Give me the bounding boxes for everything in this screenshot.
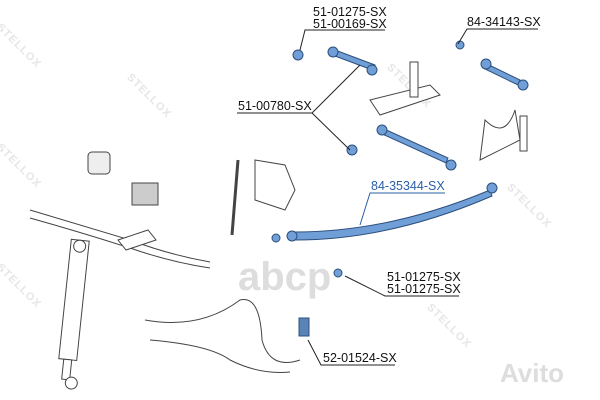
part-label: 51-01275-SX bbox=[313, 5, 387, 19]
part-label: 84-34143-SX bbox=[467, 15, 541, 29]
idler-arm bbox=[369, 84, 441, 116]
lower-control-arm bbox=[144, 299, 301, 373]
part-label: 51-00169-SX bbox=[313, 17, 387, 31]
bushing bbox=[131, 182, 159, 206]
part-label: 52-01524-SX bbox=[323, 351, 397, 365]
part-label: 84-35344-SX bbox=[371, 179, 445, 193]
tie-rod-middle bbox=[379, 127, 449, 164]
sway-link bbox=[230, 159, 240, 236]
avito-logo: Avito bbox=[500, 358, 565, 388]
part-label: 51-01275-SX bbox=[387, 270, 461, 284]
shock-absorber bbox=[58, 238, 90, 390]
center-link bbox=[294, 189, 493, 241]
leader-line bbox=[237, 64, 361, 151]
frame-bracket bbox=[254, 159, 296, 211]
leader-line bbox=[307, 339, 395, 366]
leader-line bbox=[299, 29, 385, 51]
leader-line bbox=[457, 28, 538, 45]
pitman-arm bbox=[479, 109, 521, 161]
abcp-logo: abcp bbox=[238, 255, 332, 299]
leader-line bbox=[359, 192, 445, 226]
part-label: 51-01275-SX bbox=[387, 282, 461, 296]
bracket bbox=[117, 229, 157, 251]
bushing-loose bbox=[87, 151, 111, 175]
part-label: 51-00780-SX bbox=[238, 99, 312, 113]
leader-line bbox=[344, 275, 459, 297]
